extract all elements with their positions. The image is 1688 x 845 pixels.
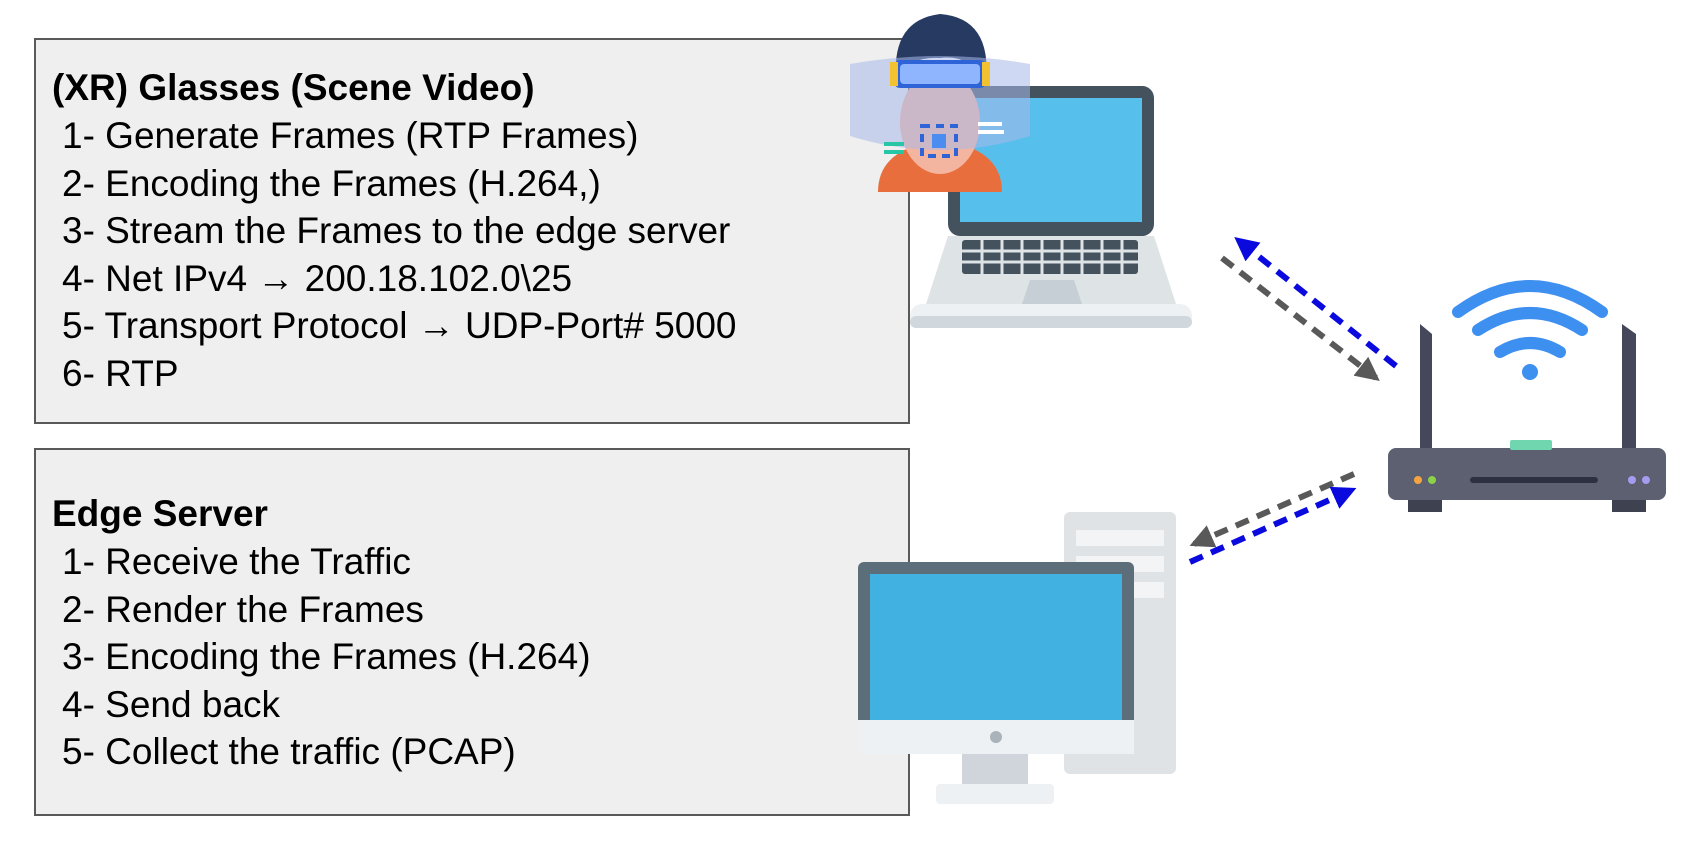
xr-glasses-step: 3- Stream the Frames to the edge server [62,210,731,251]
xr-glasses-step: 6- RTP [62,352,179,394]
xr-glasses-step: 5- Transport Protocol → UDP-Port# 5000 [62,305,737,346]
wifi-router-icon [1388,280,1666,512]
edge-server-steps: 1- Receive the Traffic 2- Render the Fra… [62,538,591,776]
xr-glasses-steps: 1- Generate Frames (RTP Frames) 2- Encod… [62,112,737,397]
xr-glasses-title: (XR) Glasses (Scene Video) [52,67,535,108]
edge-server-step: 1- Receive the Traffic [62,541,411,582]
edge-server-box: Edge Server 1- Receive the Traffic 2- Re… [34,448,910,816]
edge-server-step: 3- Encoding the Frames (H.264) [62,636,591,677]
xr-glasses-step: 4- Net IPv4 → 200.18.102.0\25 [62,257,573,299]
router-desktop-arrows [1188,471,1357,565]
laptop-router-arrows [1220,237,1398,381]
xr-glasses-box: (XR) Glasses (Scene Video) 1- Generate F… [34,38,910,424]
edge-server-step: 5- Collect the traffic (PCAP) [62,731,516,772]
vr-user-icon [850,14,1030,192]
edge-server-step: 4- Send back [62,683,281,725]
edge-server-title: Edge Server [52,493,268,534]
xr-glasses-step: 1- Generate Frames (RTP Frames) [62,115,639,156]
xr-glasses-step: 2- Encoding the Frames (H.264,) [62,162,601,204]
desktop-computer-icon [858,512,1176,804]
edge-server-step: 2- Render the Frames [62,588,424,630]
